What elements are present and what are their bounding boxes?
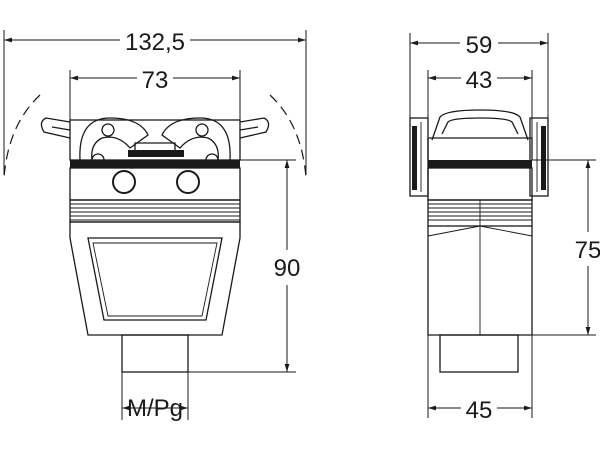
dim-entry-thread: M/Pg bbox=[127, 395, 183, 422]
side-seal-band bbox=[428, 160, 532, 168]
ribbed-collar bbox=[69, 199, 241, 223]
dim-bottom-width-side: 45 bbox=[466, 397, 493, 424]
front-dimensions: 132,5 73 90 M/Pg bbox=[3, 29, 307, 422]
cable-spigot bbox=[121, 334, 189, 373]
dim-overall-width-side: 59 bbox=[466, 32, 493, 59]
dim-inner-width-side: 43 bbox=[466, 67, 493, 94]
clamp-ear-right bbox=[161, 117, 231, 167]
dim-height-front: 90 bbox=[274, 255, 301, 282]
side-dimensions: 59 43 75 45 bbox=[409, 32, 600, 424]
side-ribbed-collar bbox=[427, 199, 533, 227]
dim-height-side: 75 bbox=[575, 237, 600, 264]
clamp-ear-left bbox=[79, 117, 149, 167]
side-spigot bbox=[439, 334, 519, 373]
clamp-bar bbox=[128, 150, 184, 157]
dim-inner-width-front: 73 bbox=[142, 67, 169, 94]
hood-body-lower bbox=[69, 221, 241, 336]
seal-band bbox=[70, 160, 240, 168]
side-view bbox=[409, 109, 549, 373]
side-top-body bbox=[427, 137, 533, 160]
front-view bbox=[3, 94, 307, 373]
lever-housing-right bbox=[529, 117, 549, 197]
dim-overall-width-front: 132,5 bbox=[125, 29, 185, 56]
locking-lever-left bbox=[40, 117, 71, 139]
screw-head-left bbox=[112, 170, 136, 194]
lever-housing-left bbox=[409, 117, 429, 197]
handle-loop bbox=[431, 109, 529, 141]
locking-lever-right bbox=[239, 117, 270, 139]
screw-head-right bbox=[176, 170, 200, 194]
lever-swing-arc-right bbox=[269, 94, 307, 179]
cable-entry-face bbox=[87, 237, 223, 321]
lever-swing-arc-left bbox=[3, 94, 41, 179]
hood-body-upper bbox=[69, 167, 241, 201]
